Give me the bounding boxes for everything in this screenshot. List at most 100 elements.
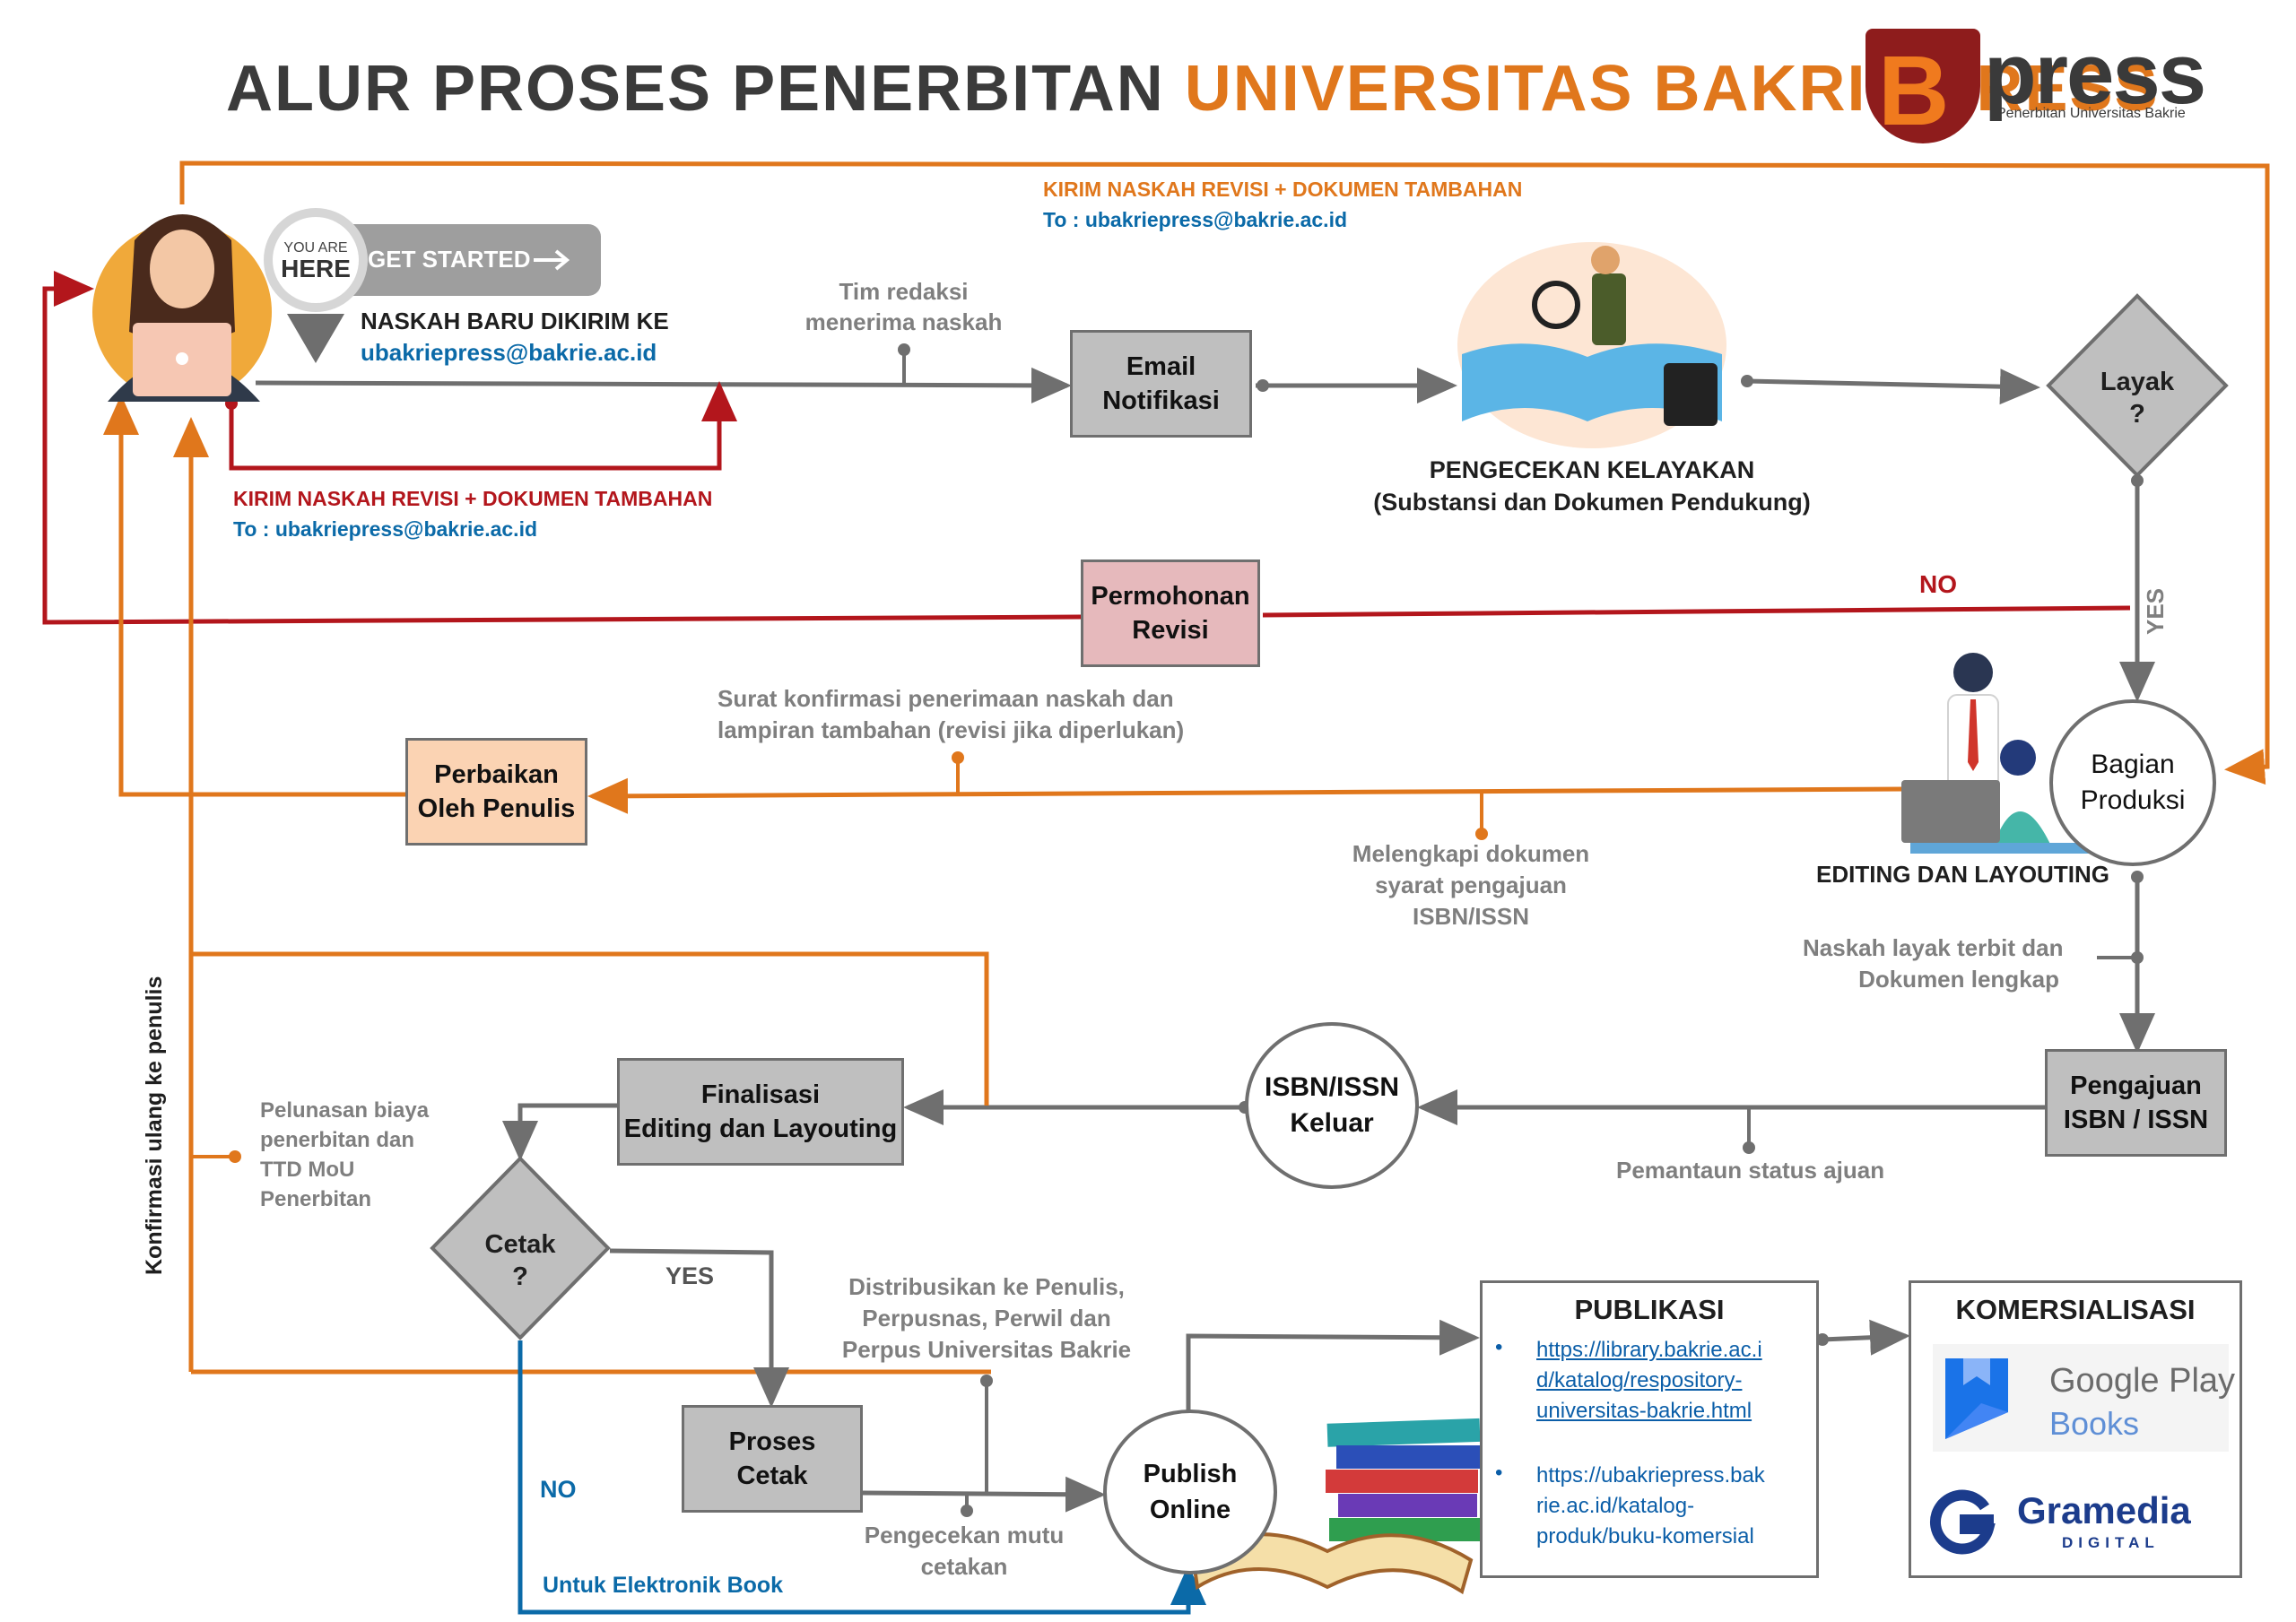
layak-diamond: [2046, 293, 2229, 478]
publikasi-link-2-l1: https://ubakriepress.bak: [1536, 1463, 1765, 1488]
cetak-text: Cetak ?: [466, 1228, 574, 1293]
naskah-layak-line1: Naskah layak terbit dan: [1803, 934, 2064, 961]
email-notif-line2: Notifikasi: [1102, 386, 1220, 415]
bpress-logo: B press Penerbitan Universitas Bakrie: [1866, 26, 2206, 146]
surat-line2: lampiran tambahan (revisi jika diperluka…: [718, 716, 1185, 743]
surat-line1: Surat konfirmasi penerimaan naskah dan: [718, 685, 1174, 712]
logo-word: press: [1984, 26, 2206, 122]
surat-note: Surat konfirmasi penerimaan naskah dan l…: [718, 683, 1184, 746]
google-play-books-logo: Google Play Books: [1933, 1344, 2235, 1452]
mutu-line1: Pengecekan mutu: [864, 1522, 1065, 1548]
you-are-here-pin: [264, 208, 601, 363]
pengajuan-line1: Pengajuan: [2070, 1071, 2202, 1100]
publikasi-link-2[interactable]: https://ubakriepress.bak rie.ac.id/katal…: [1536, 1461, 1765, 1552]
layak-text: Layak ?: [2072, 366, 2203, 430]
publikasi-link-1-l3: universitas-bakrie.html: [1536, 1399, 1752, 1423]
page-title: ALUR PROSES PENERBITAN UNIVERSITAS BAKRI…: [226, 52, 2160, 126]
revisi-top-email: To : ubakriepress@bakrie.ac.id: [1043, 208, 1348, 231]
komersialisasi-title: KOMERSIALISASI: [1955, 1294, 2196, 1325]
distribusi-line1: Distribusikan ke Penulis,: [848, 1273, 1125, 1300]
layak-line2: ?: [2129, 400, 2145, 429]
pengecekan-line2: (Substansi dan Dokumen Pendukung): [1373, 489, 1811, 516]
books-illustration: [1190, 1418, 1481, 1595]
tim-redaksi-line2: menerima naskah: [804, 308, 1003, 335]
melengkapi-line1: Melengkapi dokumen: [1352, 840, 1590, 867]
google-play-label: Google Play: [2049, 1362, 2236, 1400]
pengajuan-line2: ISBN / ISSN: [2063, 1106, 2209, 1134]
perbaikan-line1: Perbaikan: [434, 760, 559, 789]
no-label-top: NO: [1919, 570, 1957, 598]
melengkapi-line2: syarat pengajuan: [1375, 872, 1567, 898]
permohonan-line1: Permohonan: [1091, 582, 1250, 611]
distribusi-note: Distribusikan ke Penulis, Perpusnas, Per…: [830, 1271, 1144, 1366]
publikasi-link-1[interactable]: https://library.bakrie.ac.i d/katalog/re…: [1536, 1335, 1762, 1427]
here-label: HERE: [281, 255, 351, 282]
you-are-label: YOU ARE: [283, 240, 348, 256]
naskah-baru-email: ubakriepress@bakrie.ac.id: [361, 339, 657, 366]
pemantauan-note: Pemantaun status ajuan: [1616, 1157, 1885, 1184]
pelunasan-line3: TTD MoU: [260, 1158, 355, 1182]
yes-label-right: YES: [2142, 587, 2169, 635]
naskah-layak-note: Naskah layak terbit dan Dokumen lengkap: [1803, 932, 2064, 995]
cetak-line2: ?: [512, 1262, 528, 1291]
line-author-to-email: [255, 367, 1072, 403]
cetak-line1: Cetak: [484, 1230, 556, 1259]
gramedia-digital-logo: Gramedia DIGITAL: [1927, 1488, 2232, 1559]
revisi-top-label: KIRIM NASKAH REVISI + DOKUMEN TAMBAHAN: [1043, 178, 1523, 201]
distribusi-line2: Perpusnas, Perwil dan: [862, 1305, 1111, 1331]
bagian-line2: Produksi: [2080, 785, 2186, 815]
komersialisasi-panel: KOMERSIALISASI Google Play Books Gramedi…: [1909, 1280, 2242, 1578]
finalisasi-line1: Finalisasi: [700, 1080, 821, 1109]
orange-konfirmasi-loop: [191, 951, 989, 1106]
editing-layouting-label: EDITING DAN LAYOUTING: [1816, 861, 2109, 888]
layak-line1: Layak: [2100, 368, 2175, 396]
pelunasan-line1: Pelunasan biaya: [260, 1098, 430, 1123]
publikasi-bullet-2: •: [1495, 1461, 1503, 1485]
gramedia-g-icon: [1929, 1489, 1996, 1555]
author-illustration: [92, 214, 272, 402]
pelunasan-line2: penerbitan dan: [260, 1128, 415, 1152]
publish-line1: Publish: [1143, 1460, 1238, 1488]
publikasi-bullet-1: •: [1495, 1335, 1503, 1359]
perbaikan-line2: Oleh Penulis: [417, 794, 576, 823]
publish-line2: Online: [1149, 1496, 1231, 1524]
isbn-keluar-line2: Keluar: [1290, 1108, 1374, 1138]
revisi-bottom-label: KIRIM NASKAH REVISI + DOKUMEN TAMBAHAN: [233, 487, 713, 510]
proses-line1: Proses: [728, 1427, 816, 1456]
melengkapi-note: Melengkapi dokumen syarat pengajuan ISBN…: [1336, 838, 1605, 932]
mutu-note: Pengecekan mutu cetakan: [843, 1520, 1085, 1583]
naskah-layak-line2: Dokumen lengkap: [1858, 966, 2059, 993]
tim-redaksi-line1: Tim redaksi: [839, 278, 969, 305]
digital-label: DIGITAL: [2062, 1534, 2160, 1551]
gramedia-label: Gramedia: [2017, 1489, 2191, 1531]
get-started-button[interactable]: GET STARTED: [368, 246, 531, 273]
title-part-2: UNIVERSITAS BAKRIE PRESS: [1184, 53, 2160, 125]
pengecekan-label: PENGECEKAN KELAYAKAN (Substansi dan Doku…: [1345, 454, 1839, 518]
red-revision-loop: [229, 381, 737, 471]
pelunasan-note: Pelunasan biaya penerbitan dan TTD MoU P…: [260, 1096, 429, 1214]
revisi-bottom-email: To : ubakriepress@bakrie.ac.id: [233, 517, 538, 541]
publikasi-link-1-l1: https://library.bakrie.ac.i: [1536, 1338, 1762, 1362]
cetak-diamond: [430, 1156, 611, 1340]
logo-letter: B: [1878, 36, 1950, 146]
red-no-loop: [1262, 605, 2131, 618]
permohonan-line2: Revisi: [1132, 616, 1209, 645]
proses-line2: Cetak: [736, 1462, 808, 1490]
title-part-1: ALUR PROSES PENERBITAN: [226, 53, 1185, 125]
finalisasi-line2: Editing dan Layouting: [623, 1115, 898, 1143]
orange-top-loop: [179, 160, 2270, 785]
publikasi-panel: PUBLIKASI • https://library.bakrie.ac.i …: [1480, 1280, 1819, 1578]
logo-tagline: Penerbitan Universitas Bakrie: [1996, 106, 2186, 121]
logo-shield: [1866, 29, 1980, 143]
no-cetak-label: NO: [540, 1476, 577, 1503]
konfirmasi-note: Konfirmasi ulang ke penulis: [142, 976, 167, 1275]
